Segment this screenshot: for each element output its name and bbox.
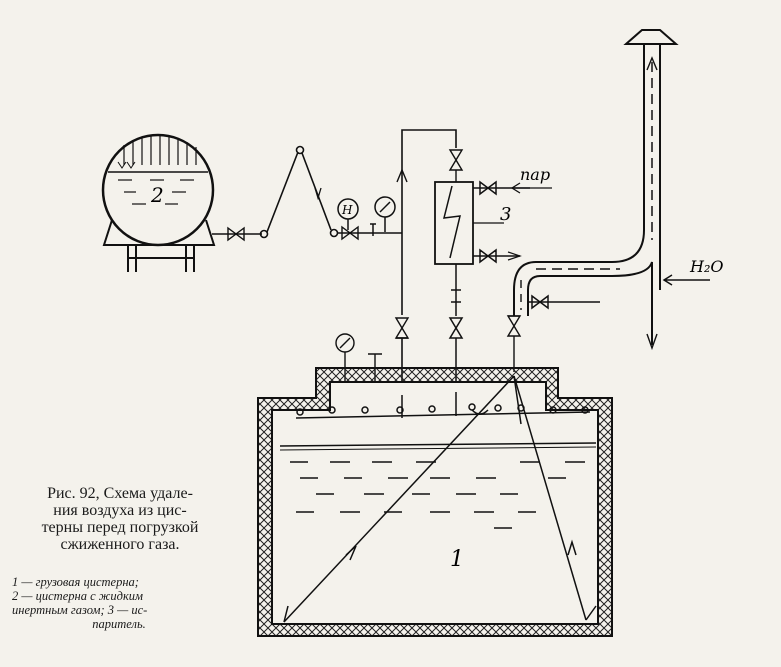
- steam-inlet: [473, 180, 552, 196]
- stack-branch: [528, 294, 600, 310]
- vent-stack: [513, 29, 679, 351]
- evaporator: [434, 181, 504, 265]
- legend-line: 2 — цистерна с жидким: [12, 589, 144, 603]
- transfer-hose: [212, 145, 402, 242]
- tank-outlet-valve: [506, 315, 522, 372]
- condensate-outlet: [473, 248, 522, 264]
- inert-gas-tank: [101, 133, 216, 272]
- figure-caption: Рис. 92, Схема удале- ния воздуха из цис…: [14, 485, 226, 553]
- evaporator-top-valve: [448, 149, 464, 182]
- water-label: H₂O: [689, 257, 723, 276]
- tank-1-label: 1: [450, 547, 464, 572]
- steam-label: пар: [520, 165, 550, 184]
- caption-line: сжиженного газа.: [60, 536, 180, 553]
- water-inlet: [662, 274, 710, 286]
- tank-2-label: 2: [150, 183, 164, 207]
- cargo-tank: [257, 367, 613, 637]
- legend-line: паритель.: [92, 617, 146, 631]
- caption-line: Рис. 92, Схема удале-: [47, 485, 193, 502]
- legend-line: 1 — грузовая цистерна;: [12, 575, 139, 589]
- pressure-gauge-label: Н: [341, 203, 353, 217]
- caption-line: ния воздуха из цис-: [53, 502, 187, 519]
- evaporator-label: 3: [500, 204, 511, 225]
- gauge-icon: [370, 196, 396, 236]
- caption-line: терны перед погрузкой: [41, 519, 199, 536]
- figure-legend: 1 — грузовая цистерна; 2 — цистерна с жи…: [12, 575, 226, 631]
- gas-line: [394, 129, 457, 395]
- legend-line: инертным газом; 3 — ис-: [12, 603, 148, 617]
- pressure-gauge-h: [337, 198, 359, 230]
